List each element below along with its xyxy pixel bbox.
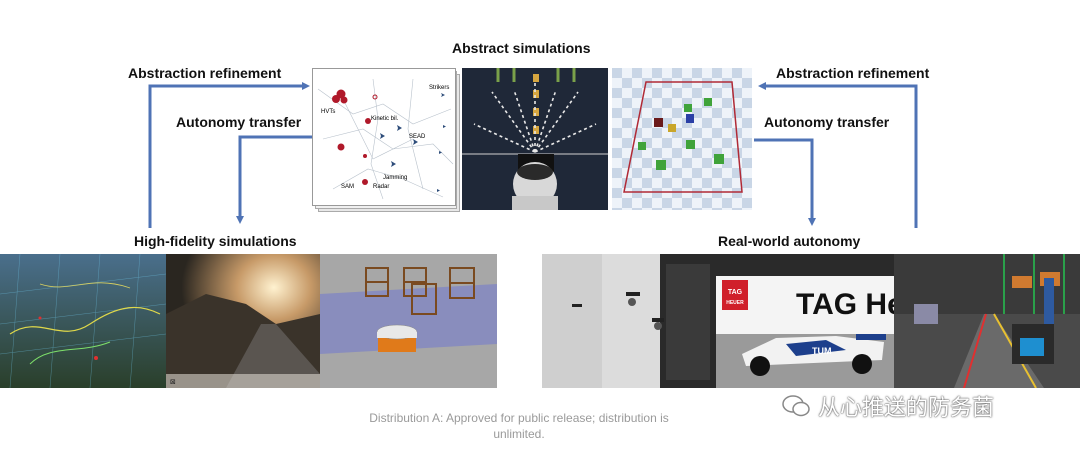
race-car-photo-graphic: TAG HEUER TAG He TUM (716, 254, 894, 388)
map-label-jamming: Jamming (383, 175, 407, 181)
plane-icon (391, 161, 396, 167)
high-fidelity-simulations-label: High-fidelity simulations (134, 233, 297, 249)
hvt-marker (332, 95, 340, 103)
driving-sim-panel: ⊠ (166, 254, 320, 388)
race-car-photo-panel: TAG HEUER TAG He TUM (716, 254, 894, 388)
warehouse-sim-panel (320, 254, 497, 388)
driving-sim-graphic: ⊠ (166, 254, 320, 388)
grid-blocks-panel (612, 68, 752, 210)
map-panel: HVTs Strikers Kinetic bil. SEAD Jamming … (312, 68, 456, 206)
svg-text:⊠: ⊠ (170, 378, 176, 386)
wechat-icon (782, 395, 810, 417)
abstraction-refinement-right-label: Abstraction refinement (776, 65, 930, 81)
plane-icon (439, 151, 442, 154)
worker (1044, 278, 1054, 324)
drone-icon (626, 292, 640, 296)
distribution-line-1: Distribution A: Approved for public rele… (369, 411, 669, 425)
tag-logo (722, 280, 748, 310)
watermark: 从心推送的防务菌 (782, 392, 995, 421)
red-marker (337, 143, 345, 151)
warehouse-robot (1020, 338, 1044, 356)
warehouse-sim-graphic (320, 254, 497, 388)
drone-icon (572, 304, 582, 307)
red-marker (372, 94, 378, 100)
arrow-autonomy-transfer-right (754, 138, 816, 226)
map-label-sam: SAM (341, 184, 354, 190)
arrow-abstraction-refinement-left (148, 82, 310, 228)
real-world-autonomy-label: Real-world autonomy (718, 233, 861, 249)
drone-icon (652, 318, 664, 322)
autonomy-transfer-right-label: Autonomy transfer (764, 114, 890, 130)
warehouse-robot-photo-panel (894, 254, 1080, 388)
watermark-text: 从心推送的防务菌 (818, 396, 995, 421)
arrow-autonomy-transfer-left (236, 135, 312, 224)
svg-text:TUM: TUM (812, 346, 832, 356)
sensor-ray-panel (462, 68, 608, 210)
abstraction-refinement-left-label: Abstraction refinement (128, 65, 282, 81)
svg-text:TAG: TAG (728, 289, 743, 296)
drones-photo-graphic (542, 254, 716, 388)
map-label-hvts: HVTs (321, 109, 335, 115)
autonomy-transfer-left-label: Autonomy transfer (176, 114, 302, 130)
red-marker (363, 154, 367, 158)
warehouse-robot-photo-graphic (894, 254, 1080, 388)
terrain-sim-graphic (0, 254, 166, 388)
svg-text:HEUER: HEUER (726, 300, 744, 306)
map-graphic: HVTs Strikers Kinetic bil. SEAD Jamming … (317, 78, 454, 200)
abstract-simulations-title: Abstract simulations (452, 40, 591, 56)
arrow-abstraction-refinement-right (758, 82, 918, 228)
distribution-line-2: unlimited. (493, 427, 545, 441)
plane-icon (397, 125, 402, 131)
map-label-sead: SEAD (409, 134, 426, 140)
drones-photo-panel (542, 254, 716, 388)
hvt-marker (340, 96, 348, 104)
distribution-statement: Distribution A: Approved for public rele… (330, 410, 708, 442)
terrain-sim-panel (0, 254, 166, 388)
plane-icon (413, 139, 418, 145)
plane-icon (441, 93, 445, 97)
kinetic-marker (365, 118, 371, 124)
sam-marker (362, 179, 368, 185)
sensor-ray-graphic (462, 68, 608, 210)
tag-sign-text: TAG He (796, 288, 894, 321)
map-label-radar: Radar (373, 184, 389, 190)
grid-blocks-graphic (612, 68, 752, 210)
plane-icon (437, 189, 440, 192)
plane-icon (380, 133, 385, 139)
plane-icon (443, 125, 446, 128)
map-label-strikers: Strikers (429, 85, 449, 91)
map-label-kinetic: Kinetic bil. (371, 116, 399, 122)
